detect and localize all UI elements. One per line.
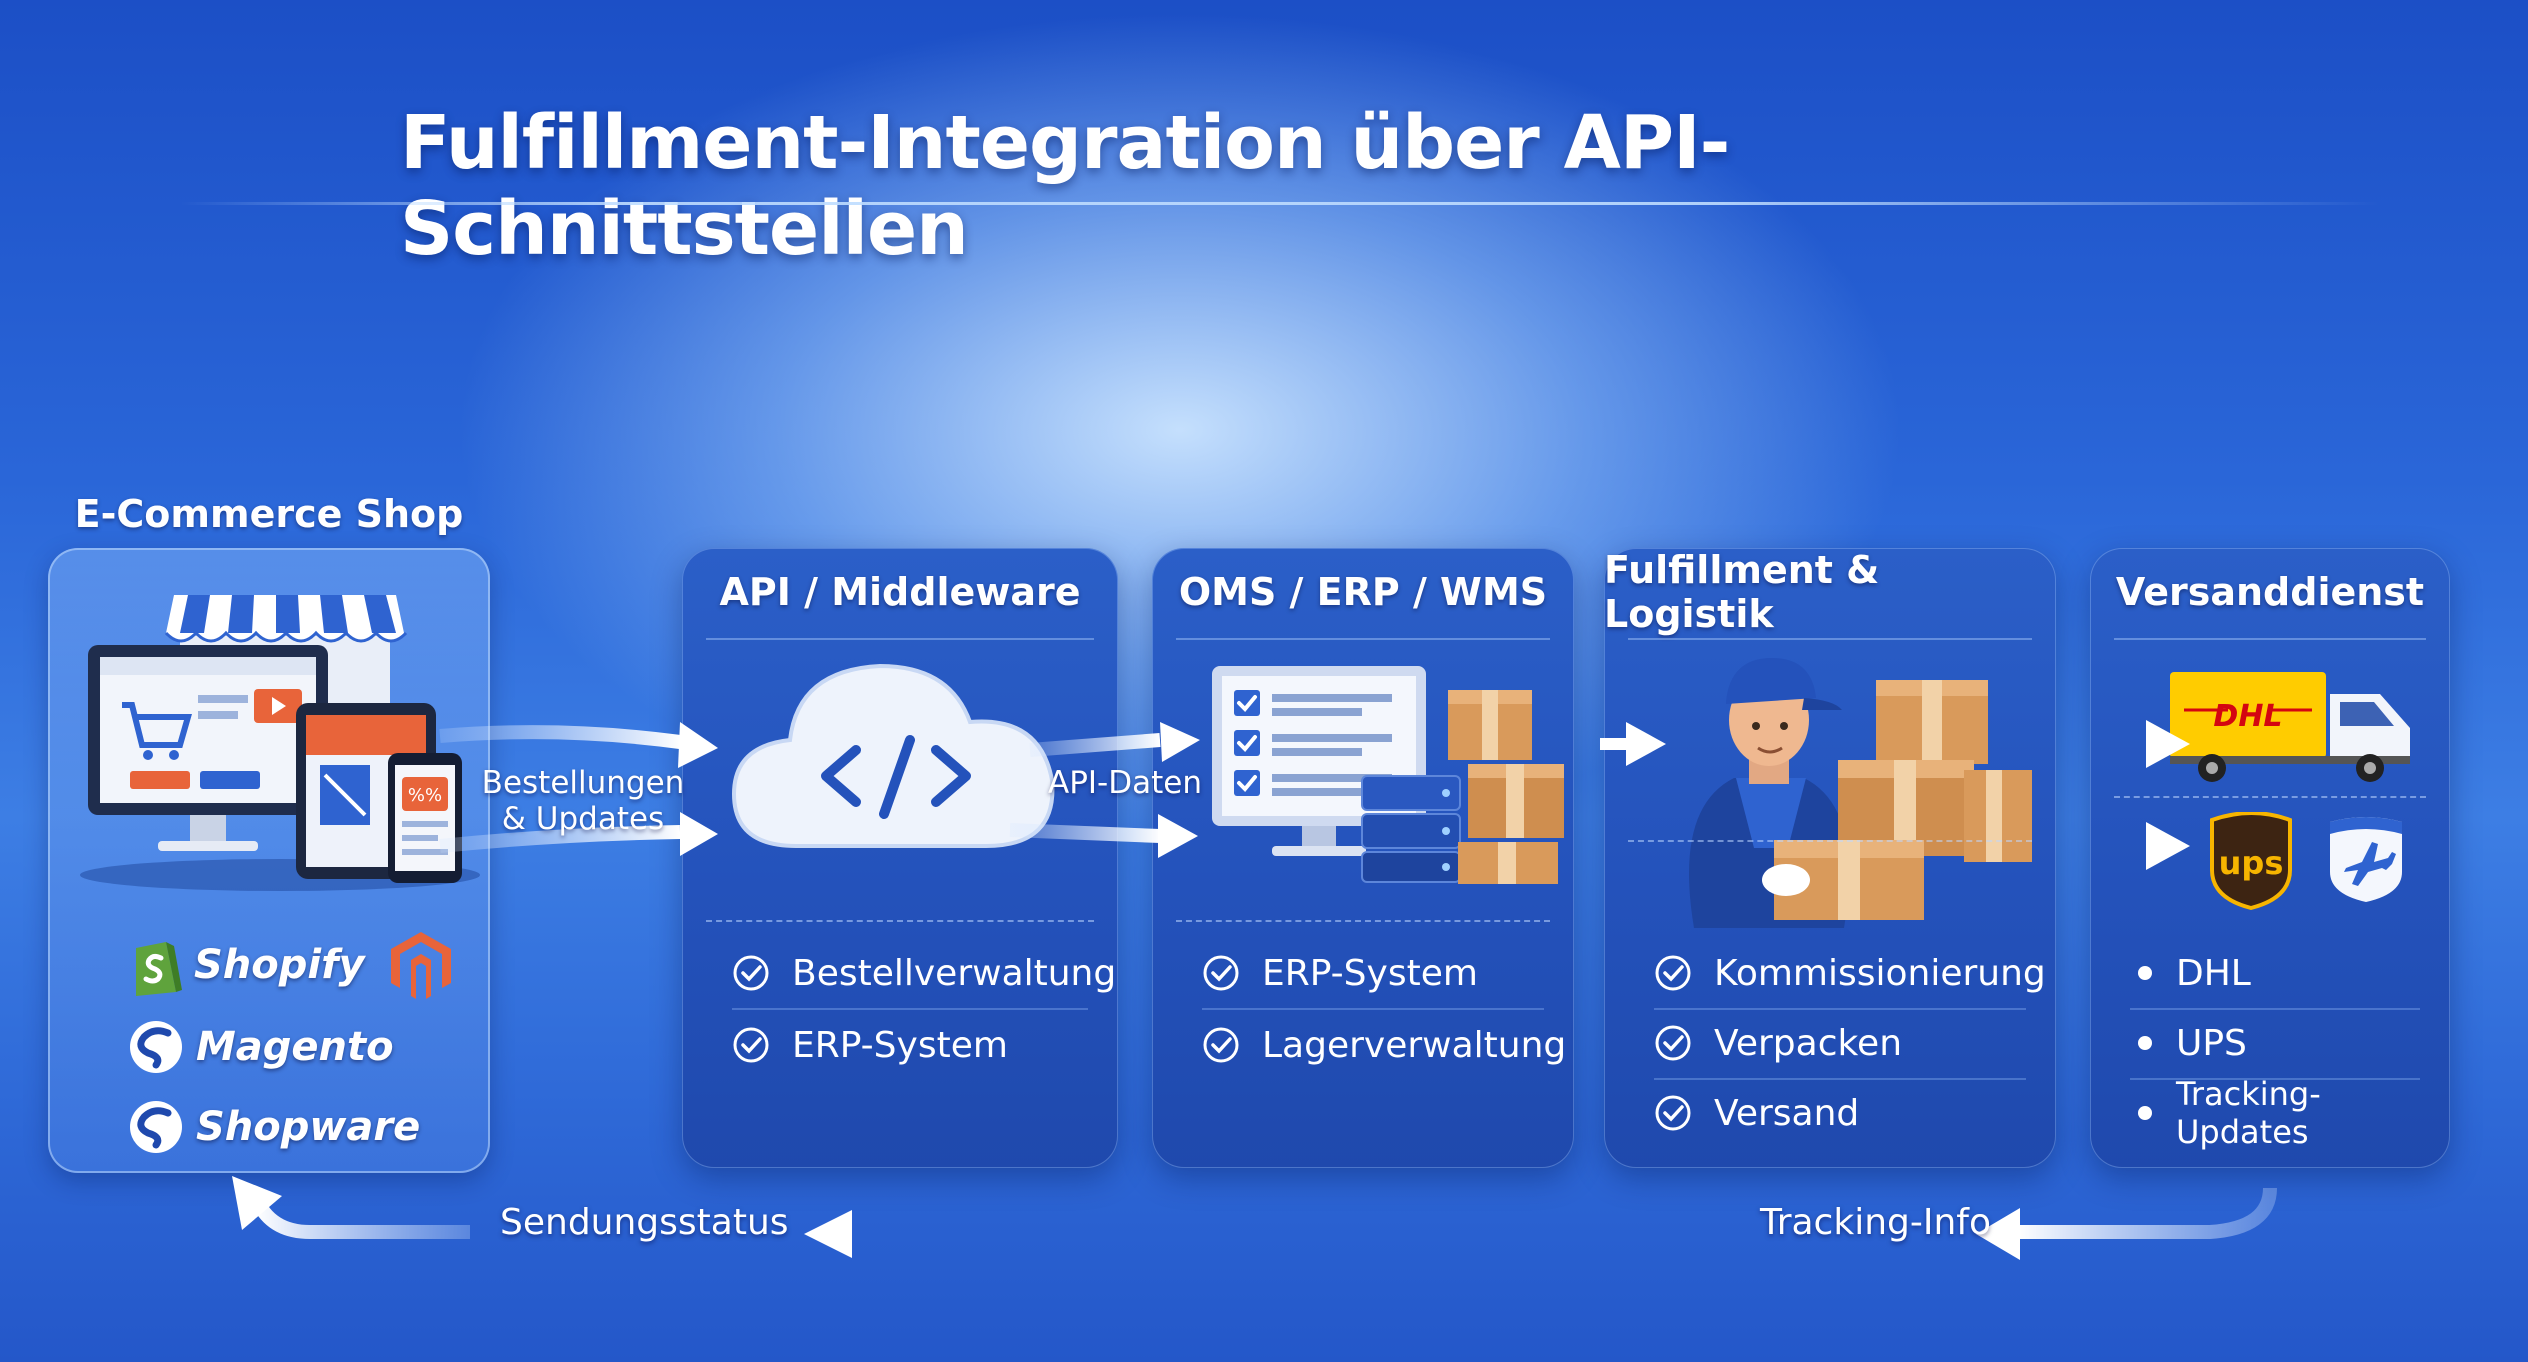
arrow-icon [1029,733,1161,757]
check-circle-icon [1655,1025,1691,1061]
check-circle-icon [733,955,769,991]
arrow-icon [439,825,681,853]
arrow-icon [804,1210,852,1258]
panel-divider [1628,638,2032,640]
arrow-icon [1158,814,1198,858]
panel-api-middleware: API / Middleware Bestellverwaltung ERP-S… [682,548,1118,1168]
arrow-icon [1626,722,1666,766]
list-item-label: ERP-System [792,1024,1008,1066]
ups-logo-text: ups [2219,844,2284,882]
title-divider [180,202,2380,205]
flow-label-api-data: API-Daten [1048,765,1202,801]
monitor-icon [88,645,328,851]
dhl-logo-text: DHL [2213,699,2282,734]
list-item-label: Lagerverwaltung [1262,1024,1567,1066]
list-item: ERP-System [1202,938,1544,1010]
bullet-icon [2138,1106,2152,1120]
arrow-icon [2018,1187,2277,1239]
brand-shopify: Shopify [128,930,465,1000]
panel-carrier: Versanddienst DHL ups DHL UPS Tracking-U… [2090,548,2450,1168]
panel-divider [706,638,1094,640]
list-item: UPS [2130,1008,2420,1080]
arrow-icon [680,812,718,856]
arrow-icon [1976,1208,2020,1260]
check-circle-icon [733,1027,769,1063]
list-item-label: Versand [1714,1092,1860,1134]
list-item-label: Tracking-Updates [2176,1075,2321,1151]
arrow-icon [232,1176,282,1230]
check-circle-icon [1655,955,1691,991]
list-item: Bestellverwaltung [732,938,1116,1010]
panel-divider [1176,920,1550,922]
bullet-icon [2138,1036,2152,1050]
flow-label-orders: Bestellungen & Updates [481,765,685,837]
page-title: Fulfillment-Integration über API-Schnitt… [400,100,1730,272]
list-item-label: DHL [2176,952,2251,994]
arrow-icon [249,1195,470,1239]
list-item: Lagerverwaltung [1202,1010,1566,1080]
ups-logo-icon: ups [2210,812,2292,910]
server-icon [1361,775,1461,883]
arrow-icon [2146,720,2190,768]
list-item-label: ERP-System [1262,952,1478,994]
panel-fulfillment-title: Fulfillment & Logistik [1604,548,1880,636]
check-circle-icon [1203,955,1239,991]
checklist-monitor-icon [1212,666,1564,884]
list-item-label: Verpacken [1714,1022,1903,1064]
brand-magento: Magento [128,1012,394,1082]
truck-icon: DHL [2170,672,2410,782]
panel-divider [1628,840,2032,842]
panel-divider [1176,638,1550,640]
check-circle-icon [1203,1027,1239,1063]
flow-label-tracking-info: Tracking-Info [1760,1202,1991,1243]
device-badge: %% [408,785,442,806]
arrow-icon [1009,823,1161,843]
list-item: ERP-System [732,1010,1088,1080]
flow-label-shipment-status: Sendungsstatus [500,1202,789,1243]
panel-oms-title: OMS / ERP / WMS [1178,570,1548,614]
list-item: Versand [1654,1078,2026,1148]
shop-label: E-Commerce Shop [74,492,464,536]
parcel-icon [1774,680,2032,920]
panel-carrier-title: Versanddienst [2115,570,2425,614]
parcel-icon [1448,690,1564,884]
arrow-icon [678,722,718,768]
list-item: Tracking-Updates [2130,1075,2420,1151]
list-item-label: Kommissionierung [1714,952,2046,994]
arrow-icon [1160,722,1200,762]
list-item-label: Bestellverwaltung [792,952,1117,994]
list-item: Verpacken [1654,1008,2026,1080]
brand-shopify-label: Shopify [194,942,365,988]
panel-divider [2114,796,2426,798]
panel-api-title: API / Middleware [719,570,1081,614]
arrow-icon [439,725,681,749]
list-item: Kommissionierung [1654,938,2046,1010]
magento-icon [390,932,451,999]
brand-magento-label: Magento [196,1024,394,1070]
shopware-icon [130,1021,182,1073]
shopify-icon [136,942,182,996]
shopware-icon [130,1101,182,1153]
list-item: DHL [2130,938,2420,1010]
brand-shopware: Shopware [128,1092,420,1162]
worker-icon [1689,658,2032,928]
brand-shopware-label: Shopware [196,1104,421,1150]
airmail-icon [2330,817,2402,902]
bullet-icon [2138,966,2152,980]
list-item-label: UPS [2176,1022,2247,1064]
cloud-code-icon [731,663,1055,848]
panel-fulfillment: Fulfillment & Logistik Kommissionierung … [1604,548,2056,1168]
arrow-icon [2146,822,2190,870]
panel-divider [706,920,1094,922]
shop-devices-illustration: %% [80,595,480,891]
check-circle-icon [1655,1095,1691,1131]
panel-divider [2114,638,2426,640]
panel-oms-erp-wms: OMS / ERP / WMS ERP-System [1152,548,1574,1168]
